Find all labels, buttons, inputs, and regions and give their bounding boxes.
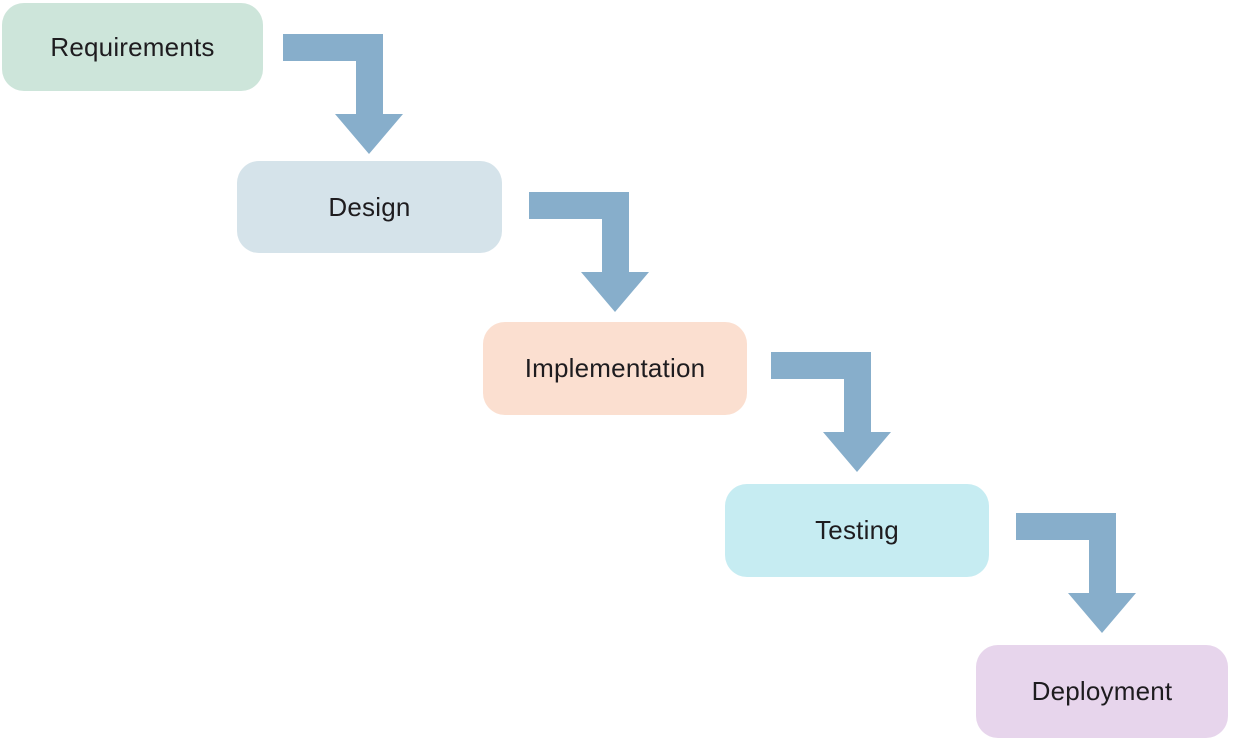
elbow-arrow-icon [771,352,891,472]
stage-label-implementation: Implementation [524,353,706,383]
elbow-arrow-icon [283,34,403,154]
elbow-arrow-icon [1016,513,1136,633]
flow-arrow-testing-to-deployment [1016,513,1136,633]
flow-arrow-implementation-to-testing [771,352,891,472]
stage-box-implementation: Implementation [483,322,747,415]
stage-box-deployment: Deployment [976,645,1228,738]
stage-label-requirements: Requirements [50,31,215,62]
stage-label-deployment: Deployment [1031,676,1173,706]
stage-box-design: Design [237,161,502,253]
stage-label-design: Design [328,191,411,222]
stage-box-testing: Testing [725,484,989,577]
flow-arrow-requirements-to-design [283,34,403,154]
flow-arrow-design-to-implementation [529,192,649,312]
stage-label-testing: Testing [815,515,899,545]
elbow-arrow-icon [529,192,649,312]
stage-box-requirements: Requirements [2,3,263,91]
